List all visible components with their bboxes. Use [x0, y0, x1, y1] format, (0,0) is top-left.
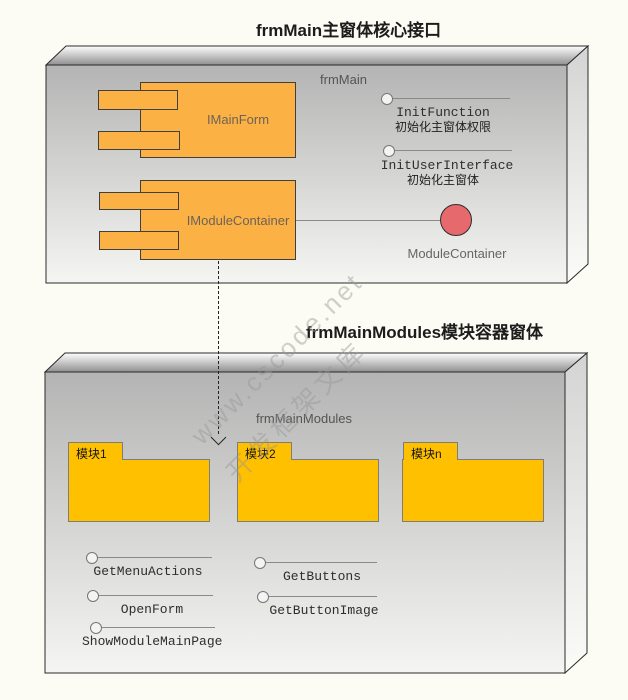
box1-label: frmMain [320, 72, 367, 87]
box2-label: frmMainModules [255, 411, 353, 426]
component-imodulecontainer-label: IModuleContainer [186, 213, 290, 228]
folder-modulen-body [402, 459, 544, 522]
showmodulemainpage-lollipop-circle [90, 622, 102, 634]
getbuttons-lollipop-circle [254, 557, 266, 569]
section1-title: frmMain主窗体核心接口 [256, 21, 442, 40]
getmenuactions-lollipop-circle [86, 552, 98, 564]
inituserinterface-label: InitUserInterface [380, 158, 514, 173]
getbuttonimage-lollipop-line [268, 596, 377, 597]
component-imainform-label: IMainForm [206, 112, 270, 127]
getbuttons-lollipop-line [265, 562, 377, 563]
initfunction-desc: 初始化主窗体权限 [394, 120, 491, 134]
modulecontainer-label: ModuleContainer [407, 246, 507, 261]
folder-module1-tab: 模块1 [68, 442, 123, 461]
initfunction-lollipop-circle [381, 93, 393, 105]
component-imainform-tab2 [98, 131, 180, 150]
getmenuactions-lollipop-line [97, 557, 212, 558]
component-imodulecontainer-tab1 [99, 192, 179, 210]
initfunction-label: InitFunction [396, 105, 490, 120]
getmenuactions-label: GetMenuActions [93, 564, 203, 579]
openform-label: OpenForm [120, 602, 184, 617]
folder-module1-body [68, 459, 210, 522]
component-imodulecontainer-tab2 [99, 231, 179, 250]
modulecontainer-connector-line [296, 220, 440, 221]
openform-lollipop-circle [87, 590, 99, 602]
initfunction-lollipop-line [392, 98, 510, 99]
getbuttons-label: GetButtons [282, 569, 361, 584]
folder-modulen-tab: 模块n [403, 442, 458, 461]
showmodulemainpage-lollipop-line [101, 627, 215, 628]
box2-frmmainmodules-shape [43, 351, 589, 675]
section2-title: frmMainModules模块容器窗体 [306, 323, 544, 342]
folder-module2-body [237, 459, 379, 522]
inituserinterface-lollipop-circle [383, 145, 395, 157]
inituserinterface-desc: 初始化主窗体 [406, 173, 479, 187]
dependency-dashed-line [218, 261, 219, 434]
openform-lollipop-line [98, 595, 213, 596]
getbuttonimage-lollipop-circle [257, 591, 269, 603]
modulecontainer-ball [440, 204, 472, 236]
folder-module2-tab: 模块2 [237, 442, 292, 461]
getbuttonimage-label: GetButtonImage [269, 603, 379, 618]
component-imainform-tab1 [98, 90, 178, 110]
inituserinterface-lollipop-line [394, 150, 512, 151]
showmodulemainpage-label: ShowModuleMainPage [82, 634, 223, 649]
